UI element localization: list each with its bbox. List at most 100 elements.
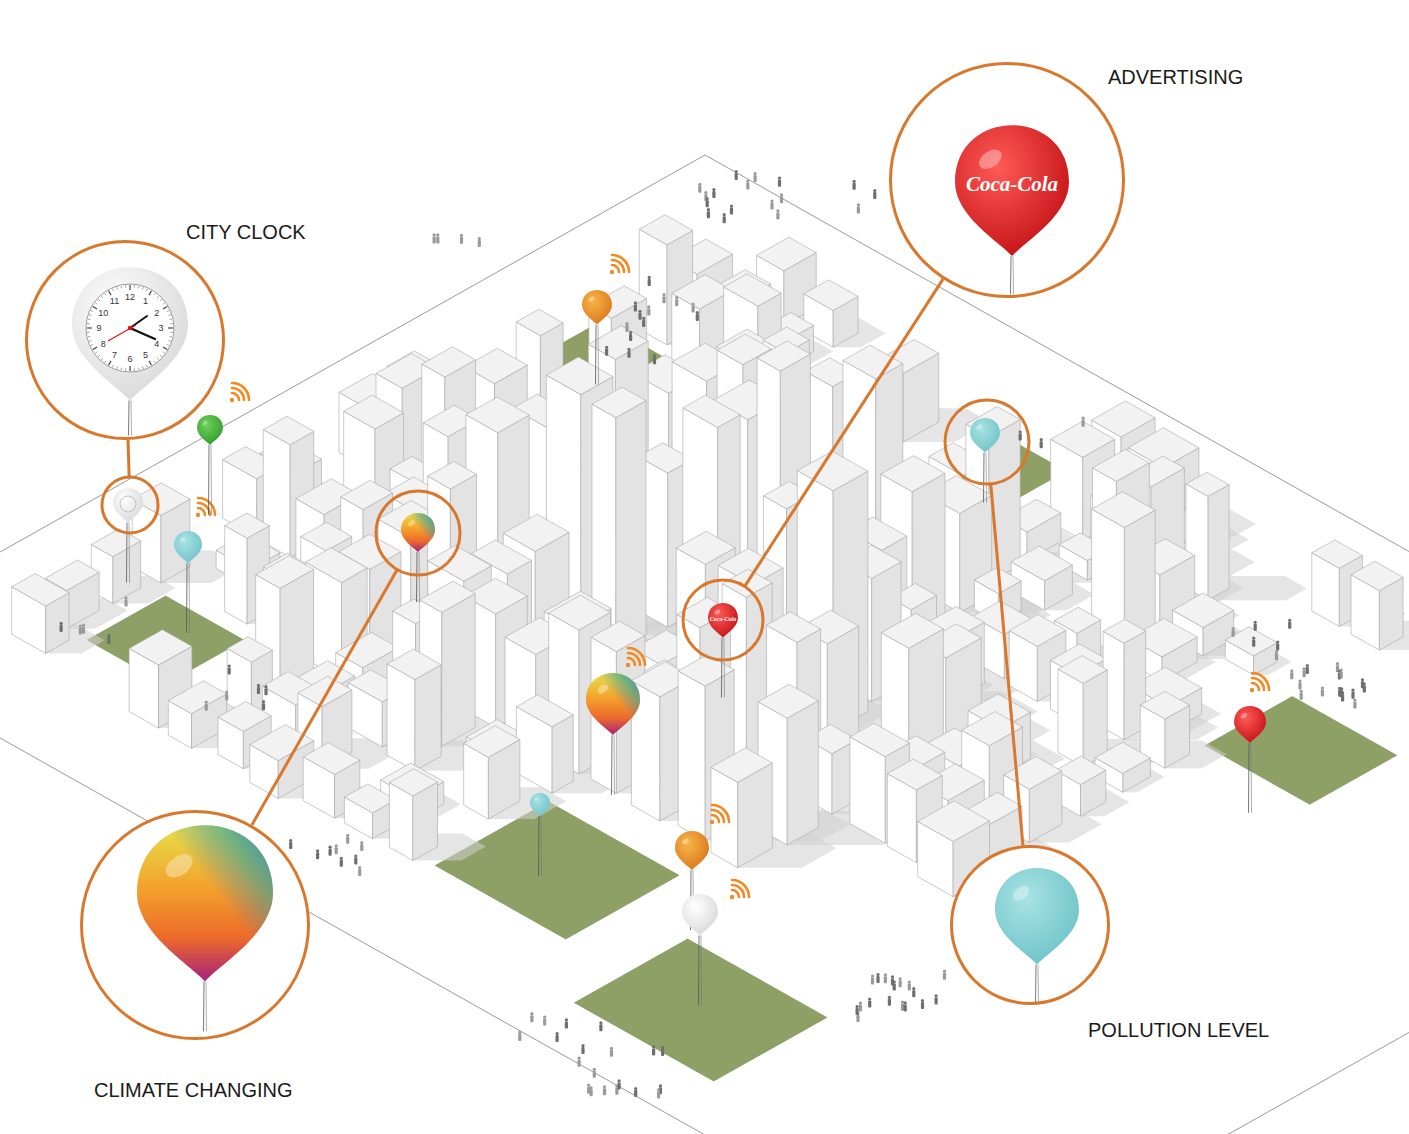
person bbox=[871, 978, 874, 985]
clock-tick bbox=[105, 293, 106, 295]
person bbox=[642, 317, 645, 320]
person bbox=[638, 310, 641, 313]
person bbox=[460, 237, 463, 244]
clock-number: 9 bbox=[96, 323, 101, 333]
clock-tick bbox=[169, 314, 171, 316]
clock-tick bbox=[129, 366, 130, 371]
person bbox=[581, 1044, 584, 1047]
building-roof bbox=[918, 801, 990, 842]
person bbox=[698, 183, 701, 186]
person bbox=[856, 1015, 859, 1022]
person bbox=[433, 233, 436, 236]
balloon-string bbox=[1248, 743, 1250, 813]
clock-tick bbox=[160, 355, 162, 357]
person bbox=[776, 209, 779, 212]
clock-pin bbox=[128, 326, 132, 330]
person bbox=[1252, 637, 1255, 640]
person bbox=[1303, 670, 1306, 677]
clock-tick bbox=[149, 361, 152, 365]
callout-circle: CLIMATE CHANGING bbox=[80, 810, 310, 1040]
building-roof bbox=[1058, 656, 1107, 684]
clock-hand bbox=[108, 325, 136, 341]
person bbox=[921, 1002, 924, 1009]
wifi-icon bbox=[230, 398, 234, 402]
clock-tick bbox=[105, 361, 106, 363]
building-roof bbox=[250, 725, 314, 761]
person bbox=[346, 837, 349, 844]
person bbox=[578, 1060, 581, 1067]
person bbox=[433, 236, 436, 243]
person bbox=[618, 1082, 621, 1089]
person bbox=[340, 860, 343, 867]
person bbox=[593, 1068, 596, 1071]
building-wall bbox=[711, 767, 738, 867]
person bbox=[712, 191, 715, 198]
person bbox=[264, 688, 267, 695]
balloon-string bbox=[1010, 256, 1012, 294]
person bbox=[634, 301, 637, 304]
callout-heading: CITY CLOCK bbox=[183, 220, 309, 244]
wifi-icon bbox=[712, 810, 724, 822]
clock-tick bbox=[138, 286, 140, 288]
person bbox=[1254, 621, 1257, 624]
person bbox=[707, 211, 710, 218]
person bbox=[360, 844, 363, 851]
person bbox=[627, 351, 630, 358]
wifi-icon bbox=[232, 388, 244, 400]
clock-tick bbox=[168, 327, 173, 328]
wifi-icon bbox=[628, 648, 645, 665]
building-wall bbox=[616, 401, 646, 653]
balloon-string bbox=[189, 563, 191, 633]
person bbox=[587, 1084, 590, 1087]
balloon-string bbox=[211, 445, 213, 515]
wifi-icon bbox=[712, 815, 719, 822]
building-wall bbox=[389, 783, 413, 861]
person bbox=[518, 1031, 521, 1034]
person bbox=[634, 1090, 637, 1097]
person bbox=[770, 200, 773, 203]
person bbox=[1290, 669, 1293, 672]
clock-tick bbox=[87, 323, 89, 324]
building-wall bbox=[787, 701, 818, 845]
clock-tick bbox=[125, 368, 126, 370]
person bbox=[888, 999, 891, 1006]
person bbox=[778, 180, 781, 187]
building-roof bbox=[1004, 757, 1062, 790]
person bbox=[943, 970, 946, 973]
clock-tick bbox=[142, 367, 144, 369]
callout-circle: POLLUTION LEVEL bbox=[950, 845, 1110, 1005]
callout-heading: CLIMATE CHANGING bbox=[91, 1078, 296, 1102]
wifi-icon bbox=[198, 498, 215, 515]
wifi-icon bbox=[1250, 688, 1254, 692]
person bbox=[329, 849, 332, 856]
clock-tick bbox=[157, 358, 159, 360]
person bbox=[884, 976, 887, 983]
balloon-highlight bbox=[1240, 712, 1248, 720]
person bbox=[1019, 434, 1022, 441]
building-roof bbox=[588, 326, 648, 360]
person bbox=[901, 1001, 904, 1004]
building-roof bbox=[591, 621, 645, 651]
balloon-string bbox=[186, 563, 188, 633]
clock-tick bbox=[91, 344, 93, 345]
building-roof bbox=[881, 613, 943, 648]
park bbox=[1205, 697, 1396, 805]
person bbox=[868, 1001, 871, 1008]
building-roof bbox=[428, 545, 492, 581]
building-roof bbox=[420, 581, 476, 612]
person bbox=[627, 348, 630, 351]
building-roof bbox=[129, 630, 192, 665]
building-roof bbox=[757, 341, 810, 371]
person bbox=[257, 687, 260, 694]
person bbox=[634, 304, 637, 311]
person bbox=[935, 994, 938, 997]
wifi-icon bbox=[232, 393, 239, 400]
person bbox=[891, 975, 894, 978]
building-roof bbox=[887, 759, 942, 790]
person bbox=[1321, 690, 1324, 697]
park bbox=[575, 939, 827, 1081]
balloon-highlight bbox=[179, 536, 186, 543]
person bbox=[603, 1085, 606, 1088]
person bbox=[1232, 630, 1235, 637]
person bbox=[590, 1086, 593, 1089]
